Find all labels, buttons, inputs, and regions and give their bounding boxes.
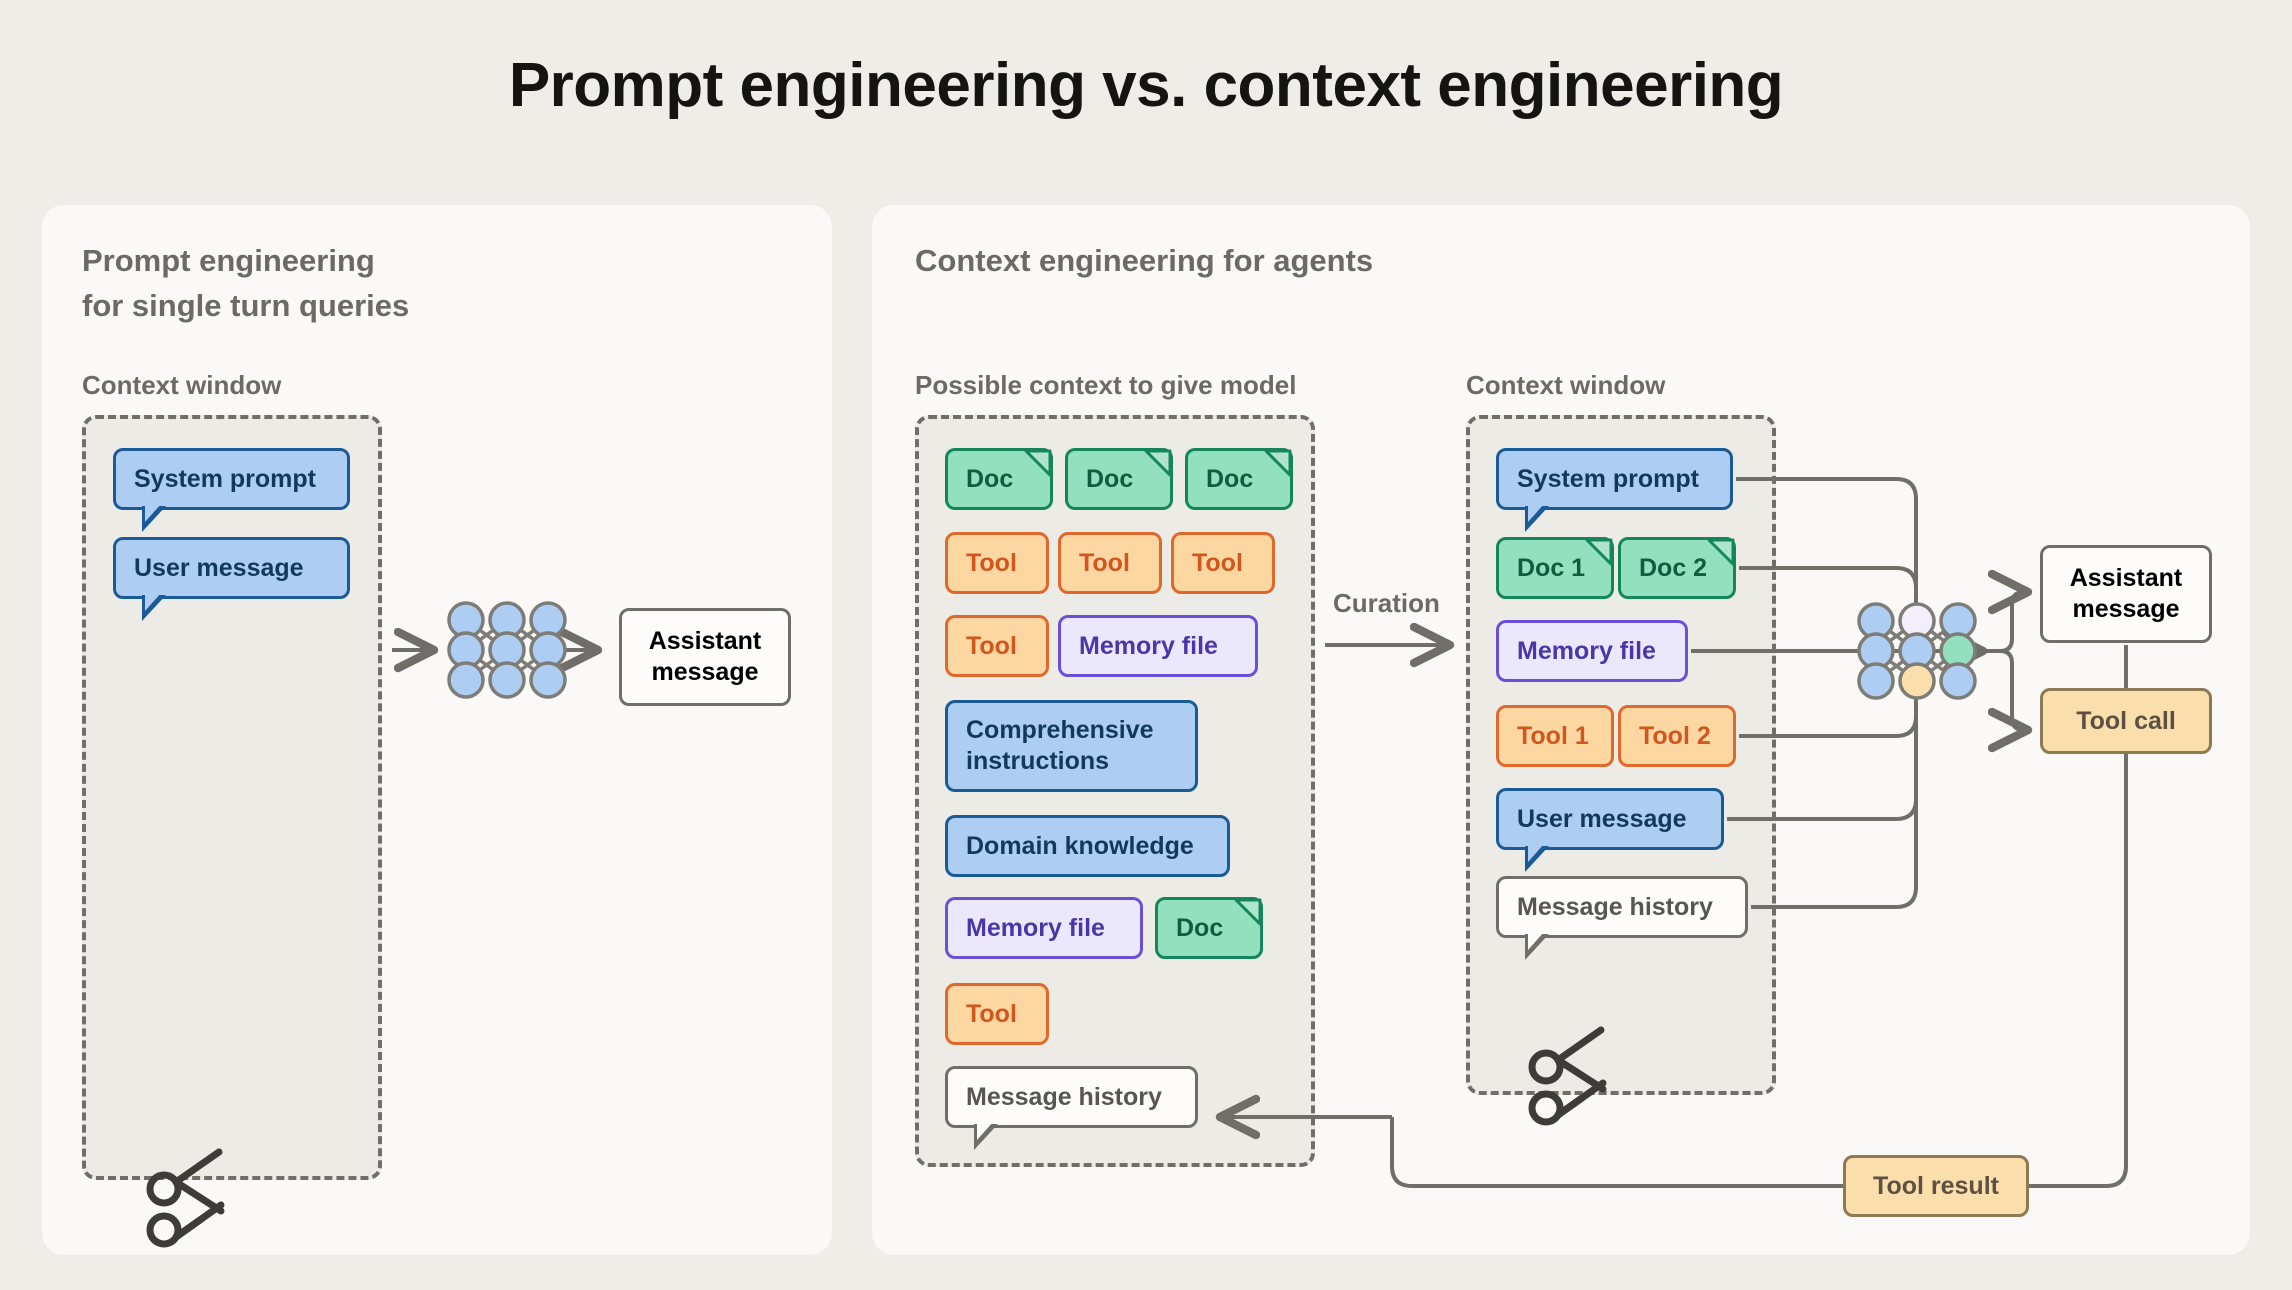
chip-message-history-right[interactable]: Message history [1496,876,1748,960]
chip-label: Tool [1192,548,1243,577]
chip-label: Tool 1 [1517,721,1589,750]
doc-fold-icon [1024,449,1052,477]
chip-label: Message history [966,1082,1162,1111]
chip-doc-2[interactable]: Doc [1065,448,1173,510]
chip-label: User message [134,553,304,582]
chip-tool-4[interactable]: Tool [945,615,1049,677]
chip-label: Message history [1517,892,1713,921]
chip-label: Memory file [1079,631,1218,660]
chip-memory-file-right[interactable]: Memory file [1496,620,1688,682]
tool-call-box[interactable]: Tool call [2040,688,2212,754]
chip-label: Doc [966,464,1014,493]
chip-label: Domain knowledge [966,831,1194,860]
chip-memory-file-2[interactable]: Memory file [945,897,1143,959]
chip-tool-1[interactable]: Tool [945,532,1049,594]
possible-context-label: Possible context to give model [915,370,1297,400]
doc-fold-icon [1234,898,1262,926]
assistant-message-box-right[interactable]: Assistant message [2040,545,2212,643]
chip-label: Doc [1086,464,1134,493]
left-panel-heading: Prompt engineering for single turn queri… [82,243,410,323]
right-panel-heading: Context engineering for agents [915,243,1374,278]
chip-tool-2[interactable]: Tool [1058,532,1162,594]
chip-memory-file-1[interactable]: Memory file [1058,615,1258,677]
chip-label: Memory file [966,913,1105,942]
chip-label: Tool [966,548,1017,577]
doc-fold-icon [1144,449,1172,477]
chip-tool-3[interactable]: Tool [1171,532,1275,594]
chip-label: Assistant message [2069,564,2183,623]
chip-comprehensive-instructions[interactable]: Comprehensive instructions [945,700,1198,792]
chip-doc-2-right[interactable]: Doc 2 [1618,537,1736,599]
chip-doc-3[interactable]: Doc [1185,448,1293,510]
tool-result-box[interactable]: Tool result [1843,1155,2029,1217]
chip-domain-knowledge[interactable]: Domain knowledge [945,815,1230,877]
chip-label: Tool [1079,548,1130,577]
chip-message-history-possible[interactable]: Message history [945,1066,1198,1150]
left-context-window-label: Context window [82,370,282,400]
page-title: Prompt engineering vs. context engineeri… [508,51,1784,120]
chip-label: Tool call [2076,706,2176,735]
chip-label: Doc [1176,913,1224,942]
left-context-window-box [82,415,382,1180]
chip-label: System prompt [1517,464,1699,493]
chip-label: Doc 2 [1639,553,1708,582]
chip-tool-1-right[interactable]: Tool 1 [1496,705,1614,767]
chip-label: Tool [966,631,1017,660]
chip-label: Doc [1206,464,1254,493]
chip-label: Assistant message [648,627,762,686]
chip-label: System prompt [134,464,316,493]
chip-label: Tool 2 [1639,721,1711,750]
assistant-message-box-left[interactable]: Assistant message [619,608,791,706]
chip-doc-1[interactable]: Doc [945,448,1053,510]
chip-user-message-left[interactable]: User message [113,537,350,621]
chip-tool-2-right[interactable]: Tool 2 [1618,705,1736,767]
chip-doc-4[interactable]: Doc [1155,897,1263,959]
doc-fold-icon [1707,538,1735,566]
chip-label: User message [1517,804,1687,833]
chip-label: Doc 1 [1517,553,1586,582]
curation-label: Curation [1333,588,1440,618]
chip-label: Tool result [1873,1171,1999,1200]
doc-fold-icon [1264,449,1292,477]
chip-user-message-right[interactable]: User message [1496,788,1724,872]
chip-label: Comprehensive instructions [966,716,1154,775]
chip-tool-5[interactable]: Tool [945,983,1049,1045]
chip-label: Tool [966,999,1017,1028]
chip-system-prompt-right[interactable]: System prompt [1496,448,1733,532]
chip-system-prompt-left[interactable]: System prompt [113,448,350,532]
chip-doc-1-right[interactable]: Doc 1 [1496,537,1614,599]
right-context-window-label: Context window [1466,370,1666,400]
chip-label: Memory file [1517,636,1656,665]
doc-fold-icon [1585,538,1613,566]
